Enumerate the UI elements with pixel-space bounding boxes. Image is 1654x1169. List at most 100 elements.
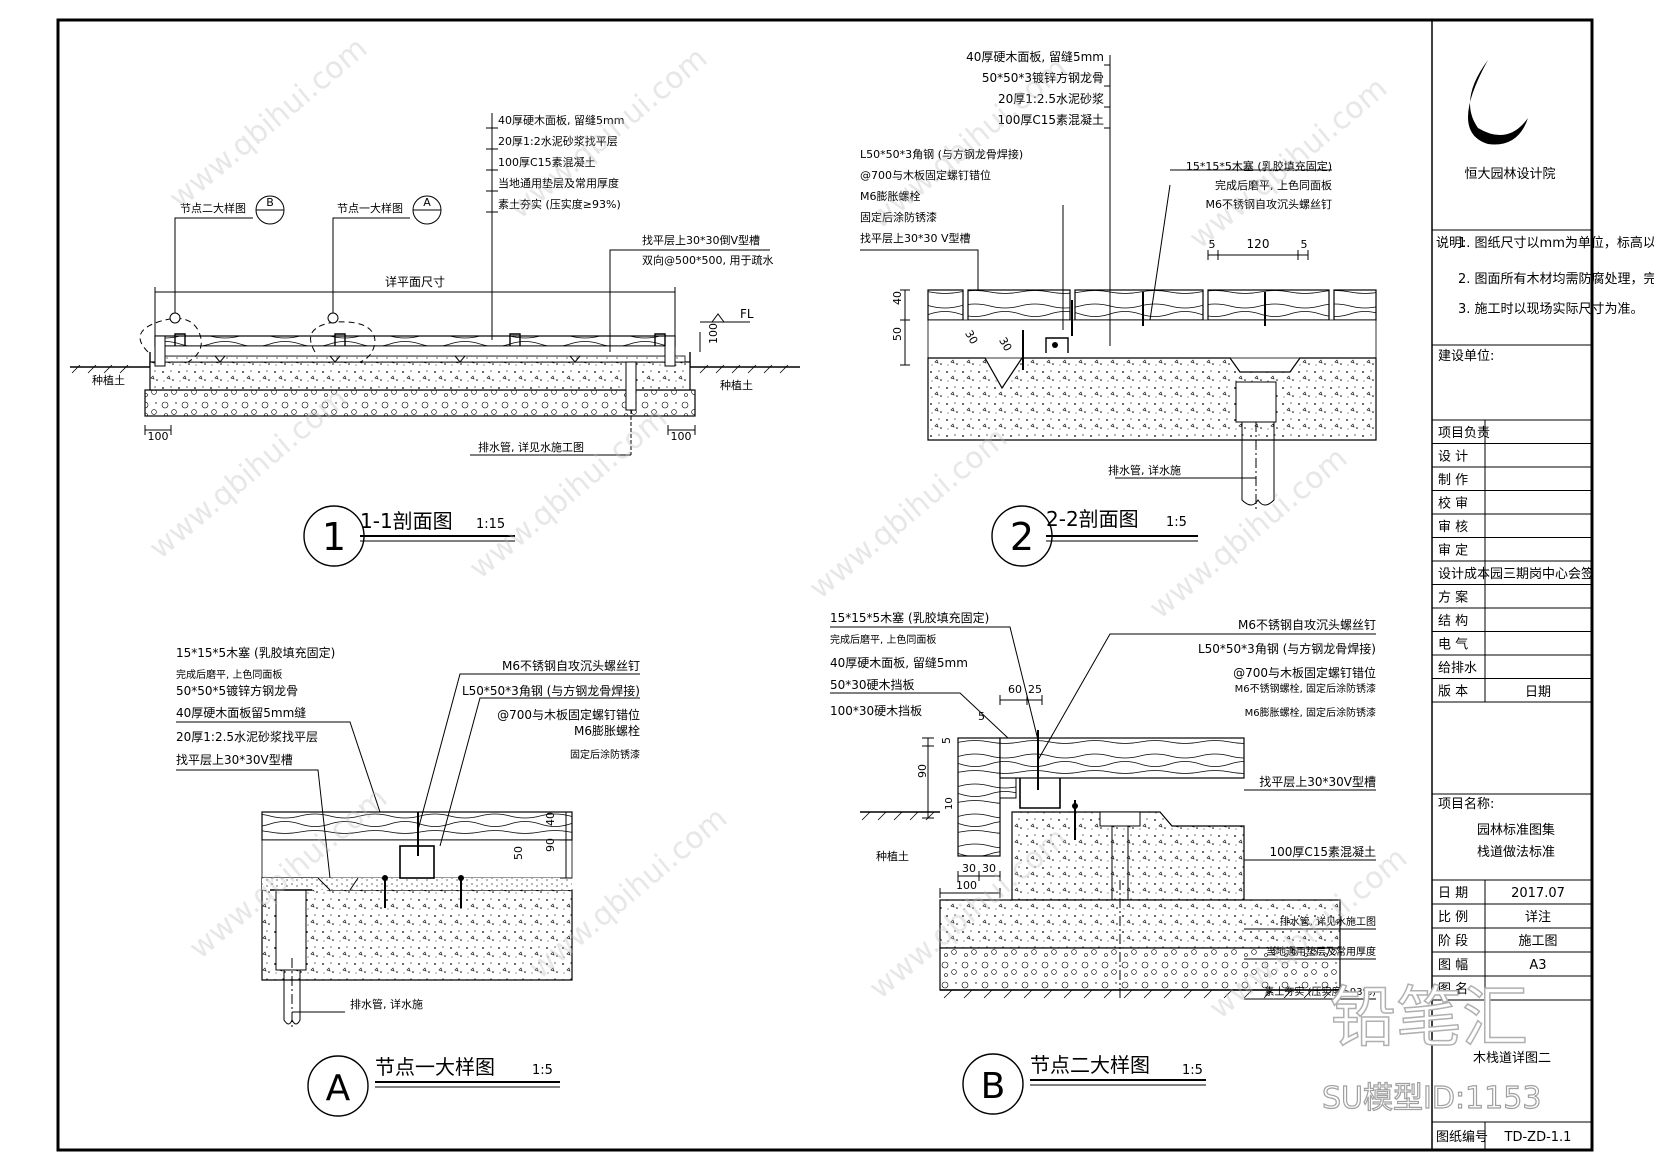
- s22-joist-layer: [927, 319, 1377, 359]
- s11-callout-0: 40厚硬木面板, 留缝5mm: [498, 113, 624, 127]
- nb-left-0: 15*15*5木塞 (乳胶填充固定): [830, 610, 989, 625]
- project-name-line-1: 园林标准图集: [1477, 822, 1555, 838]
- na-dim-40: 40: [544, 812, 557, 826]
- na-left-leader-2: [176, 721, 381, 813]
- nb-right2-3: 当地通用垫层及常用厚度: [1266, 945, 1376, 958]
- title-row-label-1: 设 计: [1438, 450, 1468, 465]
- svg-text:3. 施工时以现场实际尺寸为准。: 3. 施工时以现场实际尺寸为准。: [1458, 302, 1644, 317]
- na-dim-90: 90: [544, 838, 557, 852]
- watermark-brand: 铅笔汇: [1330, 979, 1528, 1056]
- na-left-1: 完成后磨平, 上色同面板: [176, 668, 282, 681]
- na-tag: A: [326, 1068, 351, 1109]
- info-label-0: 日 期: [1438, 886, 1468, 901]
- s22-callout-3: 100厚C15素混凝土: [997, 112, 1104, 127]
- s22-board-3: [1207, 289, 1330, 321]
- info-label-3: 图 幅: [1438, 958, 1468, 973]
- s22-left-3: 固定后涂防锈漆: [860, 210, 937, 224]
- node-detail-b: 60 25 5 5 90 10 30 30 100 种植土 15*15*5木塞 …: [830, 610, 1376, 1115]
- nb-tag: B: [981, 1066, 1006, 1107]
- info-label-1: 比 例: [1438, 910, 1468, 925]
- nb-right2-2: 排水管, 详见水施工图: [1280, 915, 1376, 928]
- na-right-3: M6膨胀螺栓: [574, 723, 640, 738]
- s22-dim-50: 50: [891, 327, 904, 341]
- s22-right-1: 完成后磨平, 上色同面板: [1215, 178, 1332, 192]
- s11-callout-1: 20厚1:2水泥砂浆找平层: [498, 134, 618, 148]
- na-right-leader: [417, 673, 640, 831]
- title-row-label-11: 版 本: [1438, 685, 1468, 700]
- nb-dim-5b: 5: [940, 737, 953, 744]
- s22-dim-5b: 5: [1301, 238, 1308, 251]
- s11-title: 1-1剖面图: [360, 509, 453, 533]
- na-right-0: M6不锈钢自攻沉头螺丝钉: [502, 659, 640, 673]
- nb-left-leader-2: [830, 692, 1009, 739]
- na-left-0: 15*15*5木塞 (乳胶填充固定): [176, 645, 335, 660]
- s22-right-2: M6不锈钢自攻沉头螺丝钉: [1206, 197, 1333, 211]
- s22-board-0: [927, 289, 964, 321]
- na-scale: 1:5: [532, 1063, 553, 1078]
- company-logo-icon: [1468, 60, 1528, 145]
- project-name-label: 项目名称:: [1438, 796, 1494, 812]
- dim-right-100: 100: [671, 430, 692, 443]
- nb-dim-5a: 5: [978, 710, 985, 723]
- nb-right-1: L50*50*3角钢 (与方钢龙骨焊接): [1198, 641, 1376, 656]
- drawing-no-label: 图纸编号: [1436, 1130, 1488, 1145]
- nb-right-2: @700与木板固定螺钉错位: [1233, 665, 1376, 680]
- nb-right-0: M6不锈钢自攻沉头螺丝钉: [1238, 618, 1376, 632]
- s22-dim-40: 40: [891, 291, 904, 305]
- node-a-tag: A: [423, 196, 431, 209]
- nb-title: 节点二大样图: [1030, 1053, 1150, 1077]
- na-dim-50: 50: [512, 846, 525, 860]
- s22-board-1: [967, 289, 1071, 321]
- project-name-line-2: 栈道做法标准: [1477, 845, 1555, 860]
- nb-right-leader: [1037, 633, 1376, 761]
- s22-dim-120: 120: [1247, 237, 1270, 251]
- nb-right2-1: 100厚C15素混凝土: [1269, 844, 1376, 859]
- svg-text:www.qbihui.com: www.qbihui.com: [463, 401, 675, 586]
- s22-callout-0: 40厚硬木面板, 留缝5mm: [966, 49, 1104, 64]
- nb-dim-60: 60: [1008, 683, 1022, 696]
- nb-left-4: 100*30硬木挡板: [830, 704, 922, 718]
- nb-left-3: 50*30硬木挡板: [830, 678, 915, 692]
- info-label-2: 阶 段: [1438, 934, 1468, 949]
- node-b-label: 节点二大样图: [180, 201, 246, 215]
- nb-dim-25: 25: [1028, 683, 1042, 696]
- s11-scale: 1:15: [476, 517, 505, 532]
- s22-callout-2: 20厚1:2.5水泥砂浆: [998, 91, 1104, 106]
- svg-text:说明:: 说明:: [1436, 236, 1466, 251]
- na-drain-note: 排水管, 详水施: [350, 997, 423, 1011]
- s22-left-4: 找平层上30*30 V型槽: [860, 231, 971, 245]
- title-row-label-10: 给排水: [1438, 661, 1477, 676]
- design-note: 设计成本园三期岗中心会签: [1438, 566, 1594, 582]
- nb-left-1: 完成后磨平, 上色同面板: [830, 633, 936, 646]
- s22-dim-30b: 30: [996, 335, 1014, 354]
- svg-text:www.qbihui.com: www.qbihui.com: [863, 51, 1075, 236]
- nb-left-leader: [830, 626, 1039, 741]
- company-name: 恒大园林设计院: [1464, 167, 1555, 182]
- general-notes: 说明: 1. 图纸尺寸以mm为单位，标高以m为单位。 2. 图面所有木材均需防腐…: [1436, 235, 1654, 317]
- groove-note-2: 双向@500*500, 用于疏水: [642, 253, 773, 267]
- s22-left-leader: [860, 249, 979, 290]
- s22-left-callouts: L50*50*3角钢 (与方钢龙骨焊接)@700与木板固定螺钉错位M6膨胀螺栓固…: [860, 147, 1023, 290]
- s22-right-callouts: 15*15*5木塞 (乳胶填充固定)完成后磨平, 上色同面板M6不锈钢自攻沉头螺…: [1170, 159, 1332, 211]
- info-value-1: 详注: [1525, 910, 1551, 925]
- drain-note: 排水管, 详见水施工图: [478, 440, 584, 454]
- node-detail-a: 40 90 50 15*15*5木塞 (乳胶填充固定) 完成后磨平, 上色同面板 5…: [176, 645, 640, 1117]
- title-block: 恒大园林设计院 说明: 1. 图纸尺寸以mm为单位，标高以m为单位。 2. 图面…: [1432, 60, 1654, 1150]
- s22-left-0: L50*50*3角钢 (与方钢龙骨焊接): [860, 147, 1023, 161]
- section-1-1: B 节点二大样图 A 节点一大样图 详平面尺寸 40厚硬木面板, 留缝5mm20…: [70, 113, 800, 567]
- s22-left-1: @700与木板固定螺钉错位: [860, 168, 991, 182]
- s22-callout-1: 50*50*3镀锌方钢龙骨: [982, 70, 1104, 85]
- na-left-2: 50*50*5镀锌方钢龙骨: [176, 683, 298, 698]
- watermark-logo: 铅笔汇 SU模型ID:1153: [1321, 978, 1542, 1116]
- title-row-label-9: 电 气: [1438, 637, 1468, 653]
- nb-right-4: M6膨胀螺栓, 固定后涂防锈漆: [1245, 706, 1376, 719]
- svg-text:www.qbihui.com: www.qbihui.com: [803, 421, 1015, 606]
- dim-left-100: 100: [148, 430, 169, 443]
- fl-dim: 100: [707, 323, 720, 344]
- s22-board-2: [1074, 289, 1204, 321]
- nb-right2-4: 素土夯实 (压实度≥93%): [1264, 985, 1376, 998]
- na-left-3: 40厚硬木面板留5mm缝: [176, 705, 306, 720]
